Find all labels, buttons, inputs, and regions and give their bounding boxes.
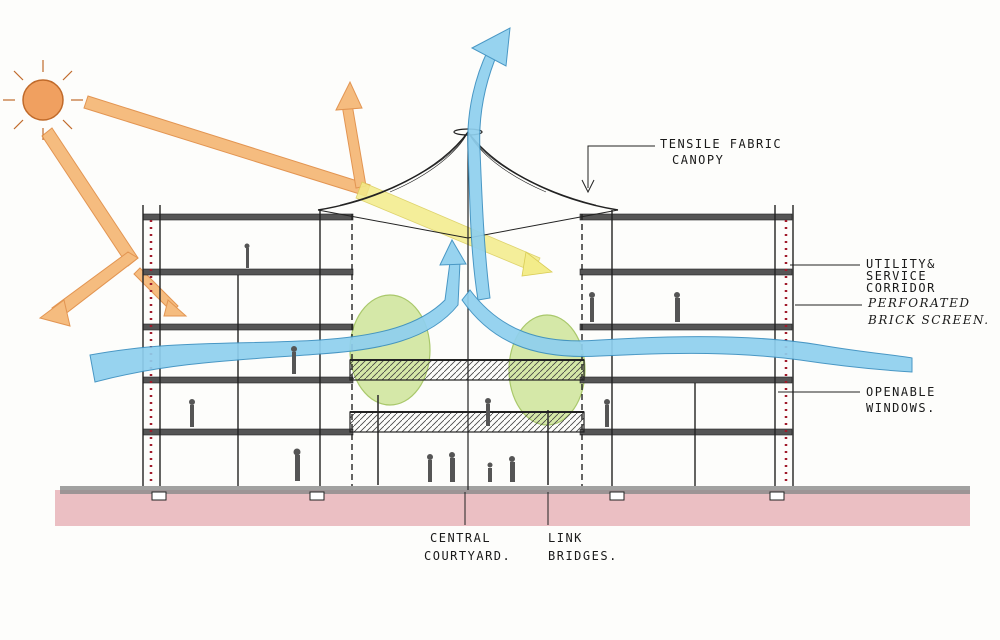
wind-arrow-icon	[89, 27, 913, 383]
label-canopy-line1: TENSILE FABRIC	[660, 137, 782, 151]
person-icon	[189, 243, 680, 482]
label-windows-line2: WINDOWS.	[866, 401, 936, 415]
light-shaft-arrowhead	[521, 251, 554, 277]
link-bridge	[349, 359, 585, 381]
label-courtyard-line2: COURTYARD.	[424, 549, 511, 563]
leader-lines	[464, 145, 862, 525]
footings	[151, 491, 785, 501]
label-windows-line1: OPENABLE	[866, 385, 936, 399]
label-courtyard-line1: CENTRAL	[430, 531, 491, 545]
label-utility-line3: CORRIDOR	[866, 281, 936, 295]
ground-band	[55, 490, 970, 526]
label-bridges-line2: BRIDGES.	[548, 549, 618, 563]
ground-slab	[60, 486, 970, 494]
label-brick-line2: BRICK SCREEN.	[867, 313, 990, 327]
label-canopy-line2: CANOPY	[672, 153, 724, 167]
sun-icon	[3, 60, 83, 140]
label-bridges-line1: LINK	[548, 531, 583, 545]
sun-ray-arrows	[38, 80, 371, 327]
label-utility-line2: SERVICE	[866, 269, 927, 283]
link-bridge	[349, 411, 585, 433]
label-brick-line1: PERFORATED	[867, 296, 970, 310]
label-utility-line1: UTILITY&	[866, 257, 936, 271]
